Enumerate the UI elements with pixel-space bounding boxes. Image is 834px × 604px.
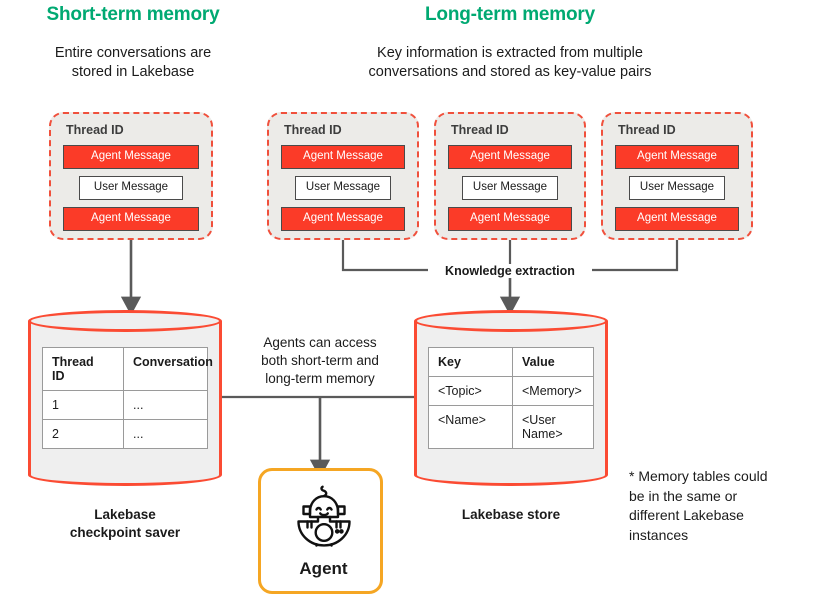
user-message: User Message	[462, 176, 558, 200]
agent-message: Agent Message	[63, 145, 199, 169]
knowledge-extraction-label: Knowledge extraction	[438, 264, 582, 278]
user-message: User Message	[79, 176, 183, 200]
table-header-value: Value	[512, 347, 594, 377]
agent-box[interactable]: Agent	[258, 468, 383, 594]
long-term-subtitle-line-1: Key information is extracted from multip…	[377, 45, 643, 61]
agent-access-text: Agents can access both short-term and lo…	[241, 334, 399, 388]
thread-card[interactable]: Thread ID Agent Message User Message Age…	[434, 112, 586, 240]
checkpoint-table-wrap: Thread ID Conversation 1 ... 2 ...	[42, 347, 213, 449]
knowledge-extraction-label-wrap: Knowledge extraction	[430, 262, 590, 280]
cell-conversation: ...	[123, 390, 208, 420]
agent-message: Agent Message	[63, 207, 199, 231]
thread-card[interactable]: Thread ID Agent Message User Message Age…	[267, 112, 419, 240]
table-header-conversation: Conversation	[123, 347, 213, 391]
lakebase-checkpoint-saver-caption: Lakebase checkpoint saver	[25, 506, 225, 542]
thread-id-label: Thread ID	[618, 123, 676, 137]
memory-tables-footnote: * Memory tables could be in the same or …	[629, 467, 829, 545]
table-header-row: Key Value	[428, 347, 594, 377]
footnote-line-3: different Lakebase	[629, 507, 744, 523]
agent-label: Agent	[299, 559, 348, 578]
thread-card[interactable]: Thread ID Agent Message User Message Age…	[601, 112, 753, 240]
table-row: 1 ...	[42, 390, 208, 420]
store-table-wrap: Key Value <Topic> <Memory> <Name> <User …	[428, 347, 594, 449]
short-term-memory-subtitle: Entire conversations are stored in Lakeb…	[8, 44, 258, 82]
cell-thread-id: 2	[42, 419, 124, 449]
footnote-line-2: be in the same or	[629, 487, 738, 504]
thread-id-label: Thread ID	[284, 123, 342, 137]
thread-id-label: Thread ID	[66, 123, 124, 137]
cell-key: <Topic>	[428, 376, 513, 406]
lakebase-checkpoint-saver-cylinder: Thread ID Conversation 1 ... 2 ...	[28, 310, 222, 486]
thread-card[interactable]: Thread ID Agent Message User Message Age…	[49, 112, 213, 240]
user-message: User Message	[295, 176, 391, 200]
robot-icon	[292, 485, 356, 547]
cell-value: <User Name>	[512, 405, 594, 449]
agent-message: Agent Message	[615, 145, 739, 169]
caption-line-1: Lakebase	[94, 507, 156, 522]
caption-line-2: checkpoint saver	[69, 525, 181, 540]
short-term-memory-title: Short-term memory	[46, 4, 220, 25]
short-term-subtitle-line-1: Entire conversations are	[54, 45, 212, 61]
user-message: User Message	[629, 176, 725, 200]
table-row: 2 ...	[42, 419, 208, 449]
checkpoint-table: Thread ID Conversation 1 ... 2 ...	[42, 347, 213, 449]
agent-access-line-3: long-term memory	[265, 371, 375, 386]
cylinder-top-cap	[414, 310, 608, 332]
agent-access-line-2: both short-term and	[261, 353, 379, 368]
table-header-row: Thread ID Conversation	[42, 347, 213, 391]
thread-id-label: Thread ID	[451, 123, 509, 137]
lakebase-store-cylinder: Key Value <Topic> <Memory> <Name> <User …	[414, 310, 608, 486]
agent-message: Agent Message	[281, 145, 405, 169]
agent-message: Agent Message	[615, 207, 739, 231]
cell-conversation: ...	[123, 419, 208, 449]
store-table: Key Value <Topic> <Memory> <Name> <User …	[428, 347, 594, 449]
agent-access-line-1: Agents can access	[263, 335, 377, 350]
long-term-memory-subtitle: Key information is extracted from multip…	[290, 44, 730, 82]
footnote-line-4: instances	[629, 526, 689, 543]
footnote-line-1: * Memory tables could	[629, 468, 768, 484]
lakebase-store-caption: Lakebase store	[461, 507, 561, 522]
table-row: <Name> <User Name>	[428, 405, 594, 449]
table-header-key: Key	[428, 347, 513, 377]
table-header-thread-id: Thread ID	[42, 347, 124, 391]
cell-thread-id: 1	[42, 390, 124, 420]
long-term-subtitle-line-2: conversations and stored as key-value pa…	[368, 64, 652, 80]
cell-value: <Memory>	[512, 376, 594, 406]
long-term-memory-title: Long-term memory	[425, 4, 595, 25]
agent-message: Agent Message	[281, 207, 405, 231]
agent-message: Agent Message	[448, 145, 572, 169]
agent-message: Agent Message	[448, 207, 572, 231]
cell-key: <Name>	[428, 405, 513, 449]
table-row: <Topic> <Memory>	[428, 376, 594, 406]
short-term-subtitle-line-2: stored in Lakebase	[71, 64, 195, 80]
cylinder-top-cap	[28, 310, 222, 332]
